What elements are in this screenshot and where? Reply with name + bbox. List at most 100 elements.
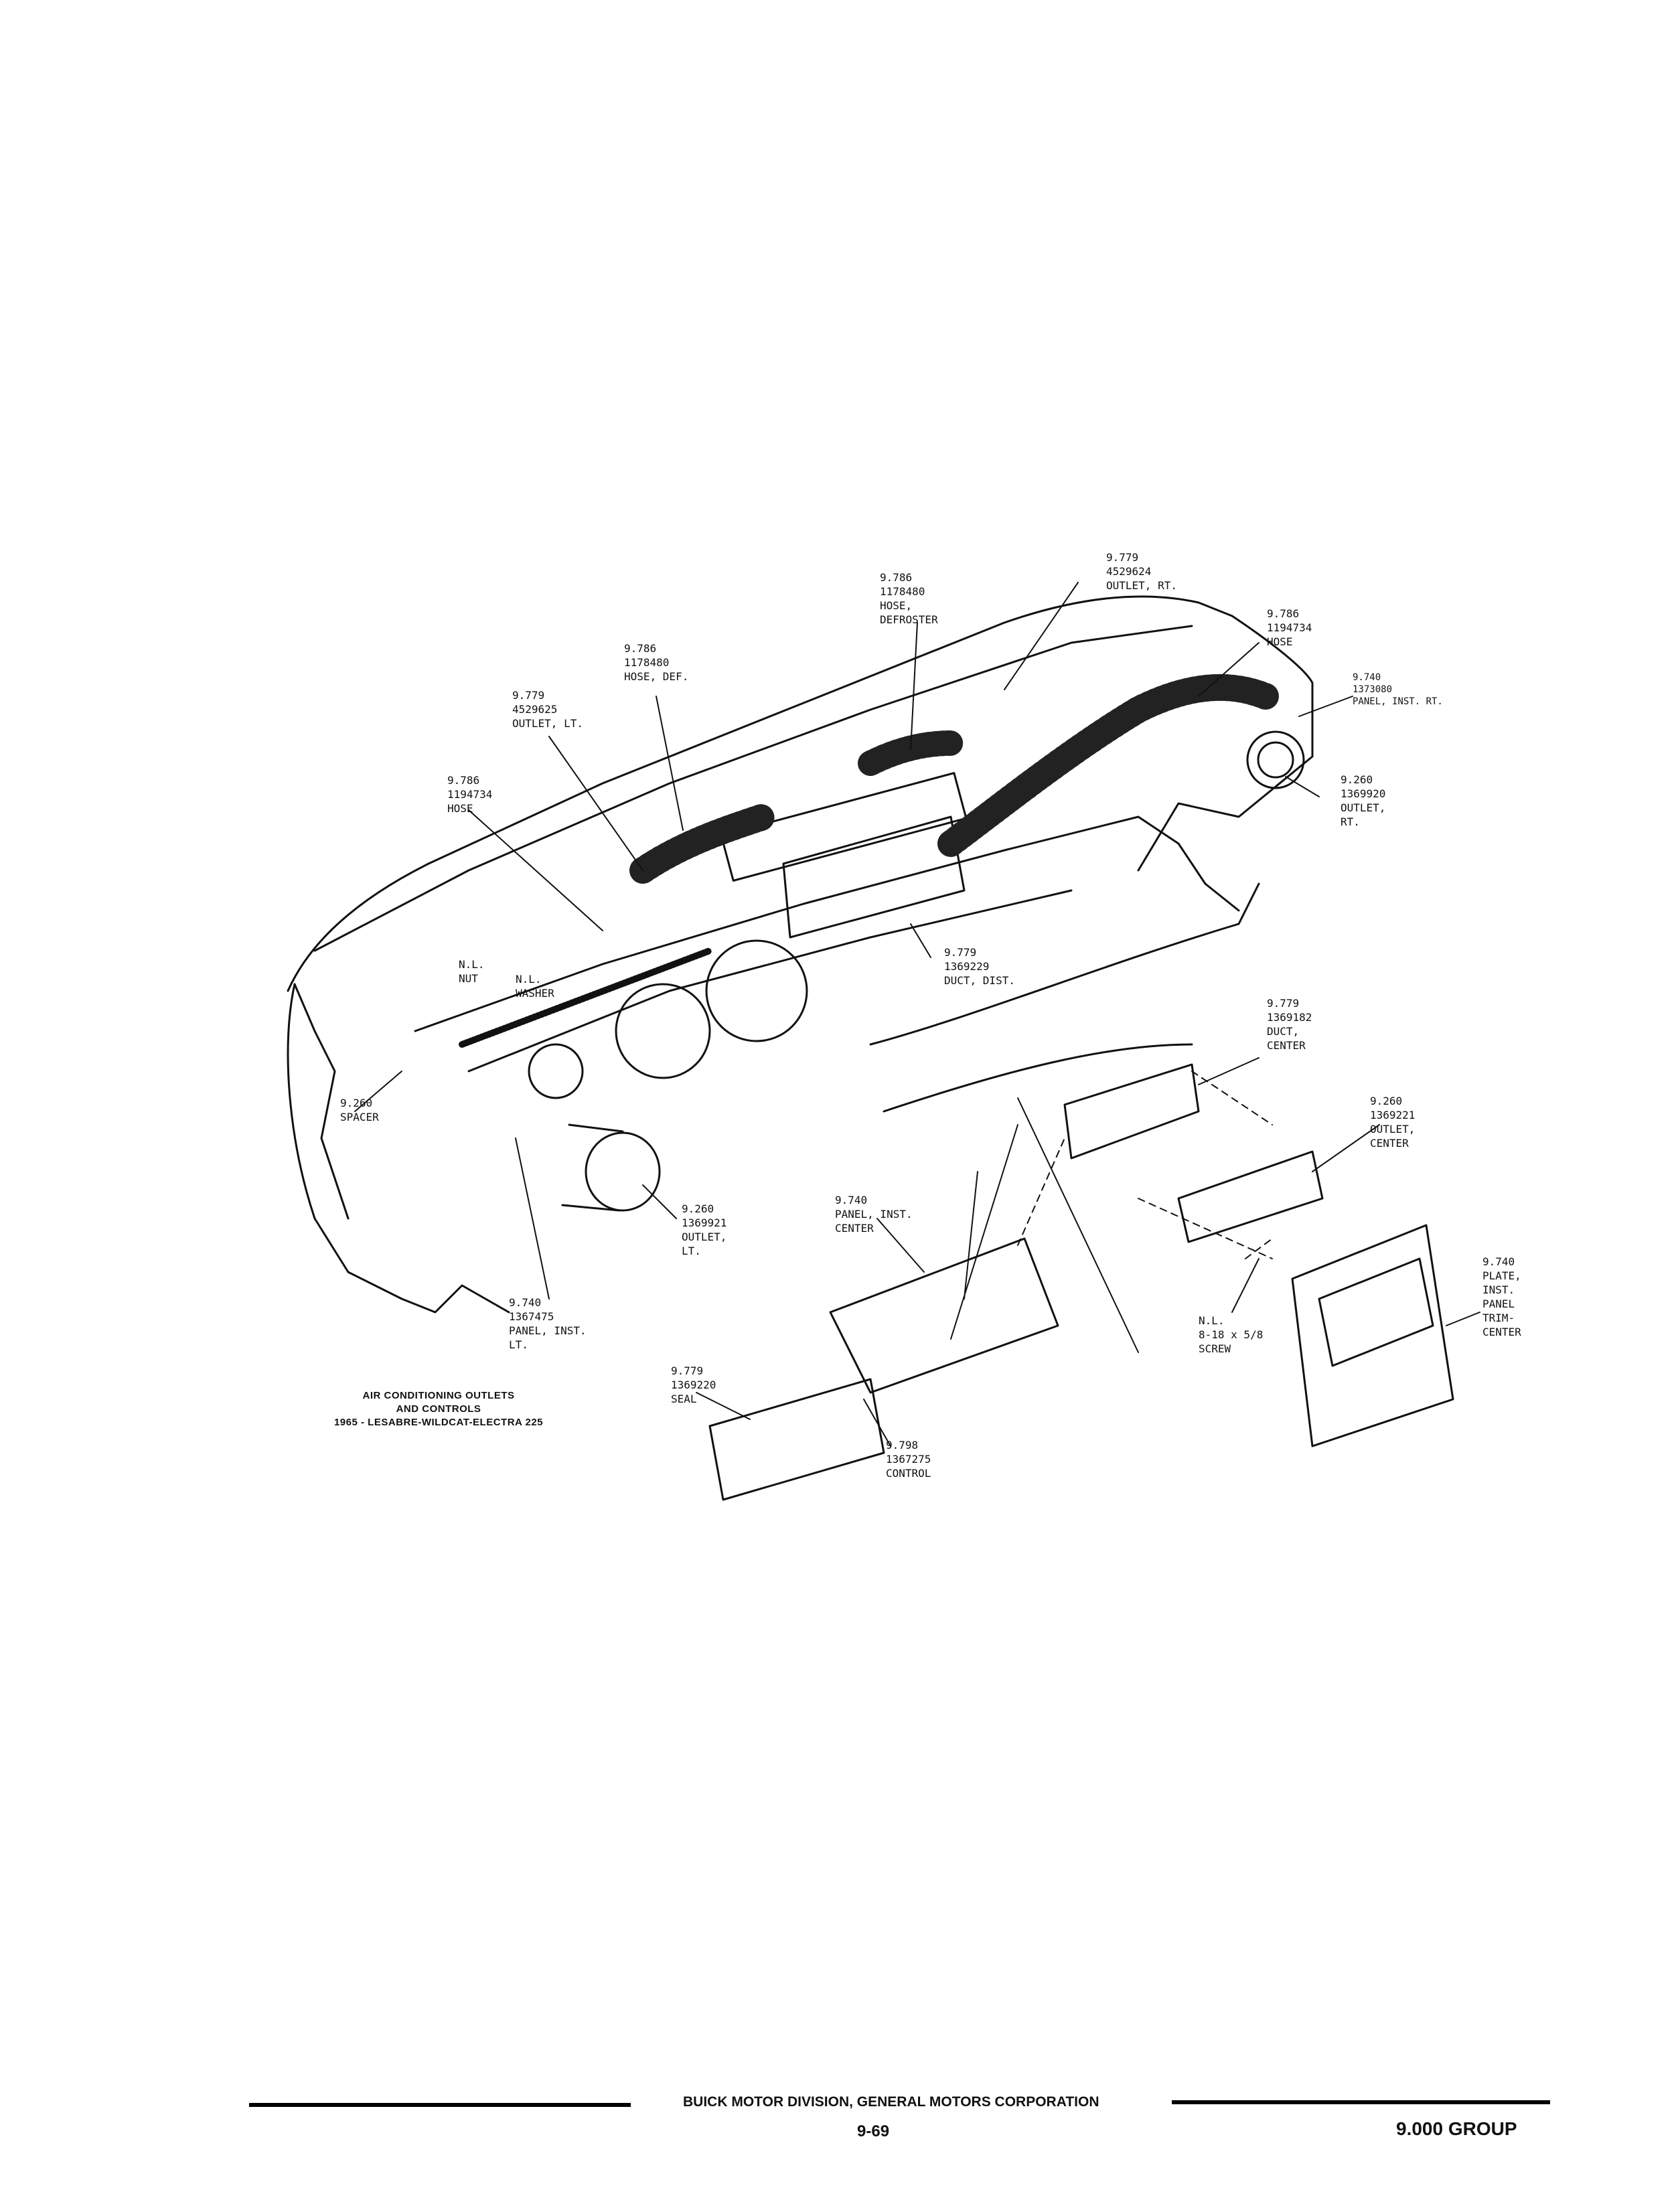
callout-line: LT. <box>509 1338 528 1351</box>
callout-line: 9.779 <box>671 1364 704 1377</box>
caption-line: AND CONTROLS <box>396 1403 481 1415</box>
callout-line: 9.740 <box>835 1194 868 1206</box>
callout-line: OUTLET, LT. <box>512 717 583 730</box>
callout-line: 9.740 <box>509 1296 542 1309</box>
callout-hose-defroster: 9.786 1178480 HOSE, DEFROSTER <box>880 570 938 627</box>
callout-screw: N.L. 8-18 x 5/8 SCREW <box>1199 1314 1263 1356</box>
defroster-duct <box>720 772 968 882</box>
callout-line: CENTER <box>1267 1039 1306 1052</box>
callout-line: 9.779 <box>512 689 545 702</box>
hose-left-path <box>629 803 777 884</box>
callout-line: TRIM- <box>1482 1312 1515 1324</box>
callout-outlet-lt-lower: 9.260 1369921 OUTLET, LT. <box>682 1202 727 1258</box>
callout-line: 1369220 <box>671 1379 716 1391</box>
callout-line: OUTLET, <box>1341 801 1386 814</box>
callout-line: OUTLET, <box>682 1231 727 1243</box>
callout-line: 1369229 <box>944 960 990 973</box>
callout-panel-inst-lt: 9.740 1367475 PANEL, INST. LT. <box>509 1295 587 1352</box>
gauge-circle-3 <box>528 1043 584 1099</box>
plate-trim-part <box>1291 1224 1454 1447</box>
explode-guides <box>1017 1071 1273 1259</box>
callout-spacer: 9.260 SPACER <box>340 1096 379 1124</box>
callout-duct-center: 9.779 1369182 DUCT, CENTER <box>1267 996 1312 1052</box>
callout-line: HOSE, DEF. <box>624 670 689 683</box>
callout-nut: N.L. NUT <box>459 957 485 986</box>
callout-hose-lt: 9.786 1194734 HOSE <box>447 773 492 815</box>
footer-company: BUICK MOTOR DIVISION, GENERAL MOTORS COR… <box>683 2094 1099 2110</box>
caption-line: 1965 - LESABRE-WILDCAT-ELECTRA 225 <box>333 1417 544 1428</box>
callout-line: 9.260 <box>682 1202 714 1215</box>
callout-line: PANEL, INST. RT. <box>1353 696 1443 707</box>
callout-line: CENTER <box>835 1222 874 1235</box>
callout-line: RT. <box>1341 815 1360 828</box>
gauge-circle-2 <box>615 983 711 1079</box>
callout-outlet-rt: 9.779 4529624 OUTLET, RT. <box>1106 550 1177 593</box>
callout-line: 4529624 <box>1106 565 1152 578</box>
footer-page-number: 9-69 <box>857 2122 890 2140</box>
leader-lines <box>354 582 1480 1447</box>
callout-line: CENTER <box>1370 1137 1409 1150</box>
callout-line: HOSE <box>1267 635 1293 648</box>
callout-line: HOSE <box>447 802 473 815</box>
windshield-lower <box>883 1043 1193 1113</box>
gauge-circle-1 <box>705 939 808 1042</box>
outlet-center-part <box>1177 1150 1324 1243</box>
callout-panel-inst-rt: 9.740 1373080 PANEL, INST. RT. <box>1353 672 1443 708</box>
callout-line: HOSE, <box>880 599 913 612</box>
footer-rule-right <box>1172 2100 1550 2104</box>
footer-rule-left <box>249 2103 631 2107</box>
caption-line: AIR CONDITIONING OUTLETS <box>362 1390 515 1401</box>
callout-line: 9.779 <box>1106 551 1139 564</box>
callout-line: 9.260 <box>340 1097 373 1109</box>
callout-line: 1178480 <box>624 656 670 669</box>
callout-line: PLATE, <box>1482 1269 1521 1282</box>
washer-bar <box>459 947 713 1048</box>
panel-center-part <box>829 1237 1059 1394</box>
callout-line: INST. <box>1482 1283 1515 1296</box>
callout-line: WASHER <box>516 987 554 1000</box>
callout-line: 9.779 <box>1267 997 1300 1010</box>
duct-center-part <box>1063 1063 1200 1160</box>
callout-line: 1373080 <box>1353 684 1393 695</box>
callout-line: DEFROSTER <box>880 613 938 626</box>
callout-line: 1178480 <box>880 585 925 598</box>
callout-outlet-center: 9.260 1369221 OUTLET, CENTER <box>1370 1094 1415 1150</box>
footer-group: 9.000 GROUP <box>1396 2118 1517 2139</box>
callout-line: 1367475 <box>509 1310 554 1323</box>
callout-line: 9.786 <box>447 774 480 787</box>
dash-top-inner <box>313 625 1193 952</box>
callout-line: DUCT, DIST. <box>944 974 1015 987</box>
seal-part <box>708 1378 885 1501</box>
callout-line: PANEL <box>1482 1297 1515 1310</box>
callout-line: 9.740 <box>1482 1255 1515 1268</box>
callout-line: SEAL <box>671 1393 697 1405</box>
callout-line: 1194734 <box>447 788 493 801</box>
figure-caption: AIR CONDITIONING OUTLETS AND CONTROLS 19… <box>264 1389 613 1429</box>
dash-lower-body <box>287 983 510 1314</box>
callout-line: N.L. <box>459 958 485 971</box>
callout-line: 9.260 <box>1370 1095 1403 1107</box>
callout-line: OUTLET, <box>1370 1123 1416 1135</box>
callout-seal: 9.779 1369220 SEAL <box>671 1364 716 1406</box>
dash-mid-line <box>467 889 1073 1073</box>
dash-lower-lip <box>869 882 1260 1046</box>
callout-line: DUCT, <box>1267 1025 1300 1038</box>
callout-line: SPACER <box>340 1111 379 1123</box>
callout-line: N.L. <box>1199 1314 1225 1327</box>
callout-line: CONTROL <box>886 1467 931 1480</box>
callout-line: 1369920 <box>1341 787 1386 800</box>
dash-top-outline <box>287 595 1314 992</box>
callout-line: 1369221 <box>1370 1109 1416 1121</box>
callout-line: 9.786 <box>1267 607 1300 620</box>
callout-line: 4529625 <box>512 703 558 716</box>
callout-panel-inst-center: 9.740 PANEL, INST. CENTER <box>835 1193 913 1235</box>
callout-outlet-lt: 9.779 4529625 OUTLET, LT. <box>512 688 583 730</box>
callout-line: NUT <box>459 972 478 985</box>
dash-left-end <box>293 983 350 1220</box>
outlet-lt-cylinder <box>585 1131 661 1212</box>
callout-line: PANEL, INST. <box>509 1324 587 1337</box>
callout-control: 9.798 1367275 CONTROL <box>886 1438 931 1480</box>
center-duct-box <box>782 815 966 939</box>
callout-line: SCREW <box>1199 1342 1231 1355</box>
hose-right-path <box>937 674 1279 857</box>
